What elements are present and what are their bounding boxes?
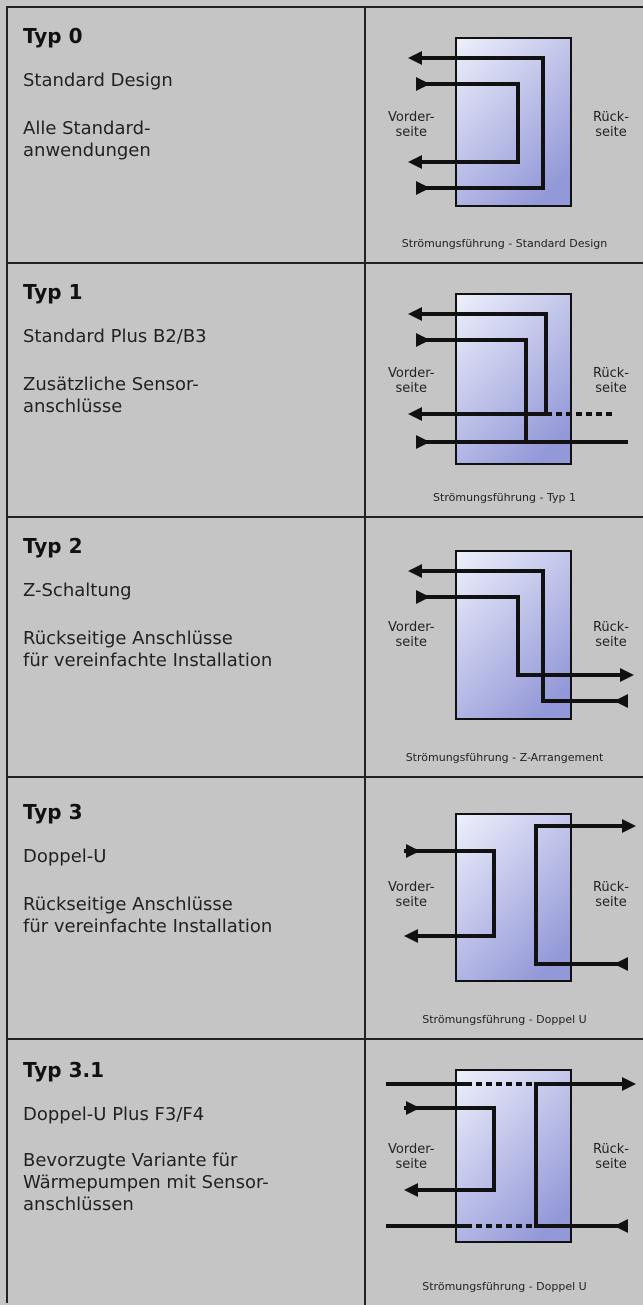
label-back: Rück- seite xyxy=(592,620,629,650)
label-back: Rück- seite xyxy=(592,1142,629,1172)
label-front: Vorder- seite xyxy=(388,620,435,650)
row-diagram-cell: Vorder- seite Rück- seite Strömungsführu… xyxy=(366,1040,643,1305)
row-description-cell: Typ 3.1 Doppel-U Plus F3/F4 Bevorzugte V… xyxy=(8,1040,366,1305)
plate xyxy=(455,1069,572,1243)
row-description-cell: Typ 1 Standard Plus B2/B3 Zusätzliche Se… xyxy=(8,264,366,516)
flow-path xyxy=(416,569,628,703)
row-title: Typ 3.1 xyxy=(23,1058,105,1082)
flow-diagram-doppel-u-plus xyxy=(386,1069,636,1243)
flow-path xyxy=(416,56,545,190)
label-back: Rück- seite xyxy=(592,366,629,396)
arrowheads xyxy=(408,51,430,195)
label-front: Vorder- seite xyxy=(388,880,435,910)
label-front: Vorder- seite xyxy=(388,1142,435,1172)
row-typ-3: Typ 3 Doppel-U Rückseitige Anschlüsse fü… xyxy=(8,778,643,1040)
arrowheads xyxy=(408,307,430,449)
row-description: Rückseitige Anschlüsse für vereinfachte … xyxy=(23,894,273,937)
row-description-cell: Typ 2 Z-Schaltung Rückseitige Anschlüsse… xyxy=(8,518,366,776)
row-subtitle: Doppel-U Plus F3/F4 xyxy=(23,1104,205,1125)
row-subtitle: Z-Schaltung xyxy=(23,580,132,601)
row-diagram-cell: Vorder- seite Rück- seite Strömungsführu… xyxy=(366,778,643,1038)
row-typ-3-1: Typ 3.1 Doppel-U Plus F3/F4 Bevorzugte V… xyxy=(8,1040,643,1305)
row-description: Rückseitige Anschlüsse für vereinfachte … xyxy=(23,628,273,671)
flow-path xyxy=(404,1082,628,1228)
label-back: Rück- seite xyxy=(592,880,629,910)
label-back: Rück- seite xyxy=(592,110,629,140)
arrowheads xyxy=(404,819,636,971)
row-description-cell: Typ 0 Standard Design Alle Standard- anw… xyxy=(8,8,366,262)
arrowheads xyxy=(408,564,634,708)
sensor-lines xyxy=(386,1082,536,1228)
diagram-caption: Strömungsführung - Z-Arrangement xyxy=(405,751,604,764)
diagram-caption: Strömungsführung - Doppel U xyxy=(422,1013,587,1026)
row-diagram-cell: Vorder- seite Rück- seite Strömungsführu… xyxy=(366,264,643,516)
row-subtitle: Standard Plus B2/B3 xyxy=(23,326,207,347)
row-title: Typ 3 xyxy=(23,800,83,824)
arrowheads xyxy=(404,1077,636,1233)
flow-diagram-typ1 xyxy=(408,293,628,465)
plate xyxy=(455,813,572,982)
diagram-caption: Strömungsführung - Standard Design xyxy=(401,237,608,250)
row-typ-0: Typ 0 Standard Design Alle Standard- anw… xyxy=(8,8,643,264)
row-diagram-cell: Vorder- seite Rück- seite Strömungsführu… xyxy=(366,8,643,262)
row-description: Bevorzugte Variante für Wärmepumpen mit … xyxy=(23,1150,269,1215)
sensor-lines xyxy=(526,412,628,444)
plate xyxy=(455,37,572,207)
flow-path xyxy=(404,824,628,966)
diagram-caption: Strömungsführung - Doppel U xyxy=(422,1280,587,1293)
flow-type-table: Typ 0 Standard Design Alle Standard- anw… xyxy=(6,6,643,1305)
plate xyxy=(455,550,572,720)
diagram-caption: Strömungsführung - Typ 1 xyxy=(433,491,576,504)
row-subtitle: Standard Design xyxy=(23,70,173,91)
label-front: Vorder- seite xyxy=(388,110,435,140)
row-title: Typ 2 xyxy=(23,534,83,558)
row-title: Typ 0 xyxy=(23,24,83,48)
row-typ-1: Typ 1 Standard Plus B2/B3 Zusätzliche Se… xyxy=(8,264,643,518)
flow-diagram-z xyxy=(408,550,634,720)
flow-diagram-doppel-u xyxy=(404,813,636,982)
plate xyxy=(455,293,572,465)
row-title: Typ 1 xyxy=(23,280,83,304)
row-description: Zusätzliche Sensor- anschlüsse xyxy=(23,374,199,417)
row-description: Alle Standard- anwendungen xyxy=(23,118,151,161)
label-front: Vorder- seite xyxy=(388,366,435,396)
row-diagram-cell: Vorder- seite Rück- seite Strömungsführu… xyxy=(366,518,643,776)
flow-diagram-standard xyxy=(408,37,572,207)
row-description-cell: Typ 3 Doppel-U Rückseitige Anschlüsse fü… xyxy=(8,778,366,1038)
row-subtitle: Doppel-U xyxy=(23,846,107,867)
row-typ-2: Typ 2 Z-Schaltung Rückseitige Anschlüsse… xyxy=(8,518,643,778)
